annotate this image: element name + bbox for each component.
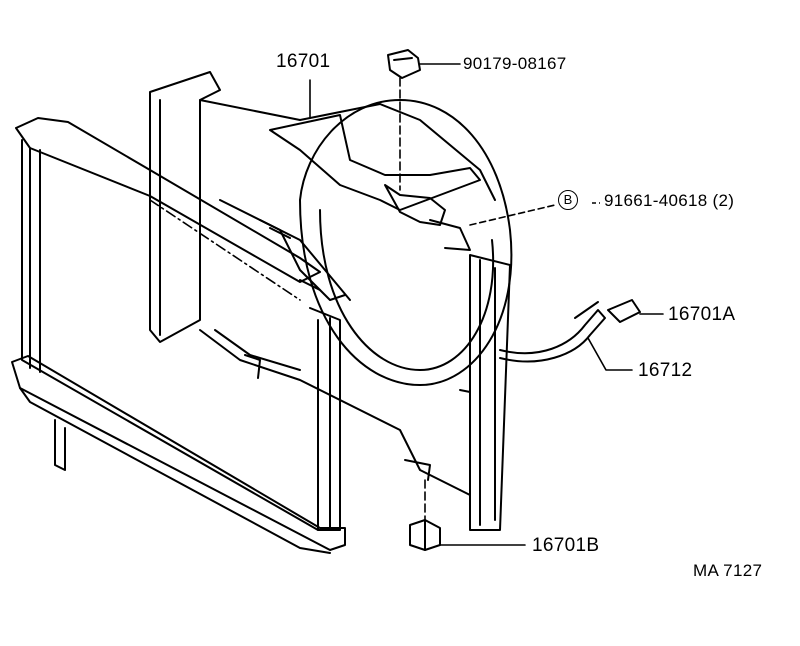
label-90179-08167: 90179-08167 [463, 54, 567, 73]
radiator-lower-tank [11, 355, 346, 551]
clip-90179 [387, 49, 421, 79]
reference-b-circle: B [558, 190, 578, 210]
diagram-code: MA 7127 [693, 561, 763, 580]
label-16712: 16712 [638, 360, 693, 381]
fan-cable-16712 [499, 309, 606, 363]
radiator-drain-pipe [54, 419, 66, 471]
label-91661-40618: 91661-40618 (2) [604, 191, 735, 210]
fan-shroud [149, 71, 606, 531]
shroud-ring [299, 99, 513, 386]
leader-lines [149, 63, 664, 546]
clip-16701A [607, 299, 641, 323]
clip-16701B [409, 519, 441, 551]
leader-16712 [587, 337, 633, 371]
radiator-upper-tank [15, 117, 321, 283]
label-16701A: 16701A [668, 304, 736, 325]
leader-91661 [469, 204, 556, 226]
radiator [11, 117, 346, 554]
label-16701B: 16701B [532, 535, 600, 556]
label-16701: 16701 [276, 51, 331, 72]
